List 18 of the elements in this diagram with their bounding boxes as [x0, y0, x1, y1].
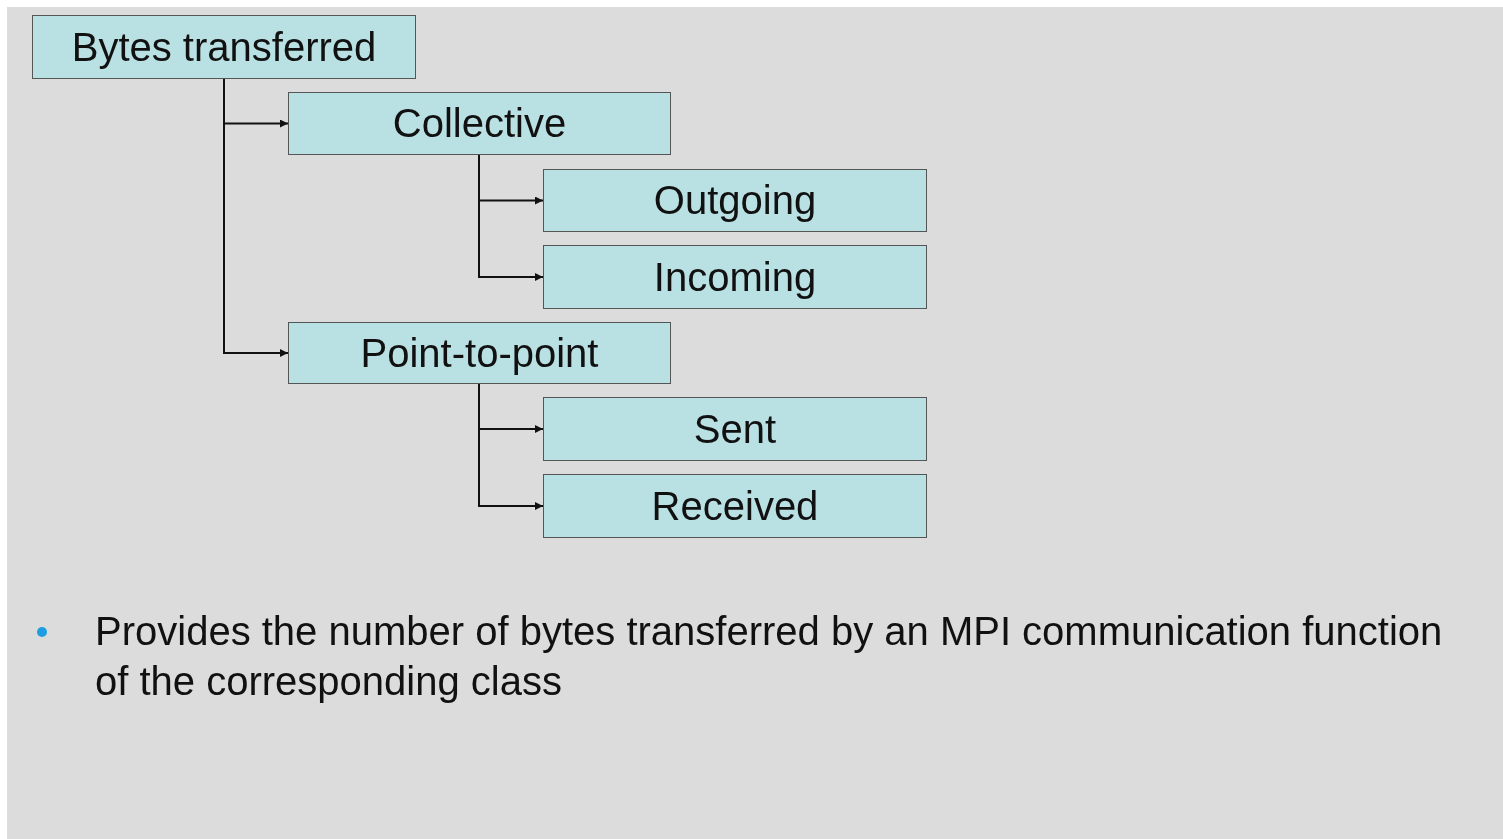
node-label: Point-to-point	[360, 330, 599, 376]
tree-node-box	[543, 474, 927, 538]
node-label: Incoming	[653, 254, 817, 300]
bullet-text: Provides the number of bytes transferred by an MPI communication function of the corresponding class	[95, 608, 1444, 705]
node-label: Outgoing	[653, 178, 817, 223]
tree-node-box	[543, 169, 927, 232]
connector-arrow	[478, 154, 544, 281]
tree-node-box	[288, 322, 671, 384]
tree-node-box	[32, 15, 416, 79]
tree-node-box	[543, 245, 927, 309]
node-label: Bytes transferred	[71, 24, 377, 70]
tree-node-box	[288, 92, 671, 155]
node-label: Collective	[392, 101, 567, 146]
tree-node-box	[543, 397, 927, 461]
node-label: Sent	[693, 406, 777, 452]
connector-arrow	[223, 78, 289, 357]
connector-arrow	[478, 383, 544, 510]
node-label: Received	[651, 483, 819, 529]
